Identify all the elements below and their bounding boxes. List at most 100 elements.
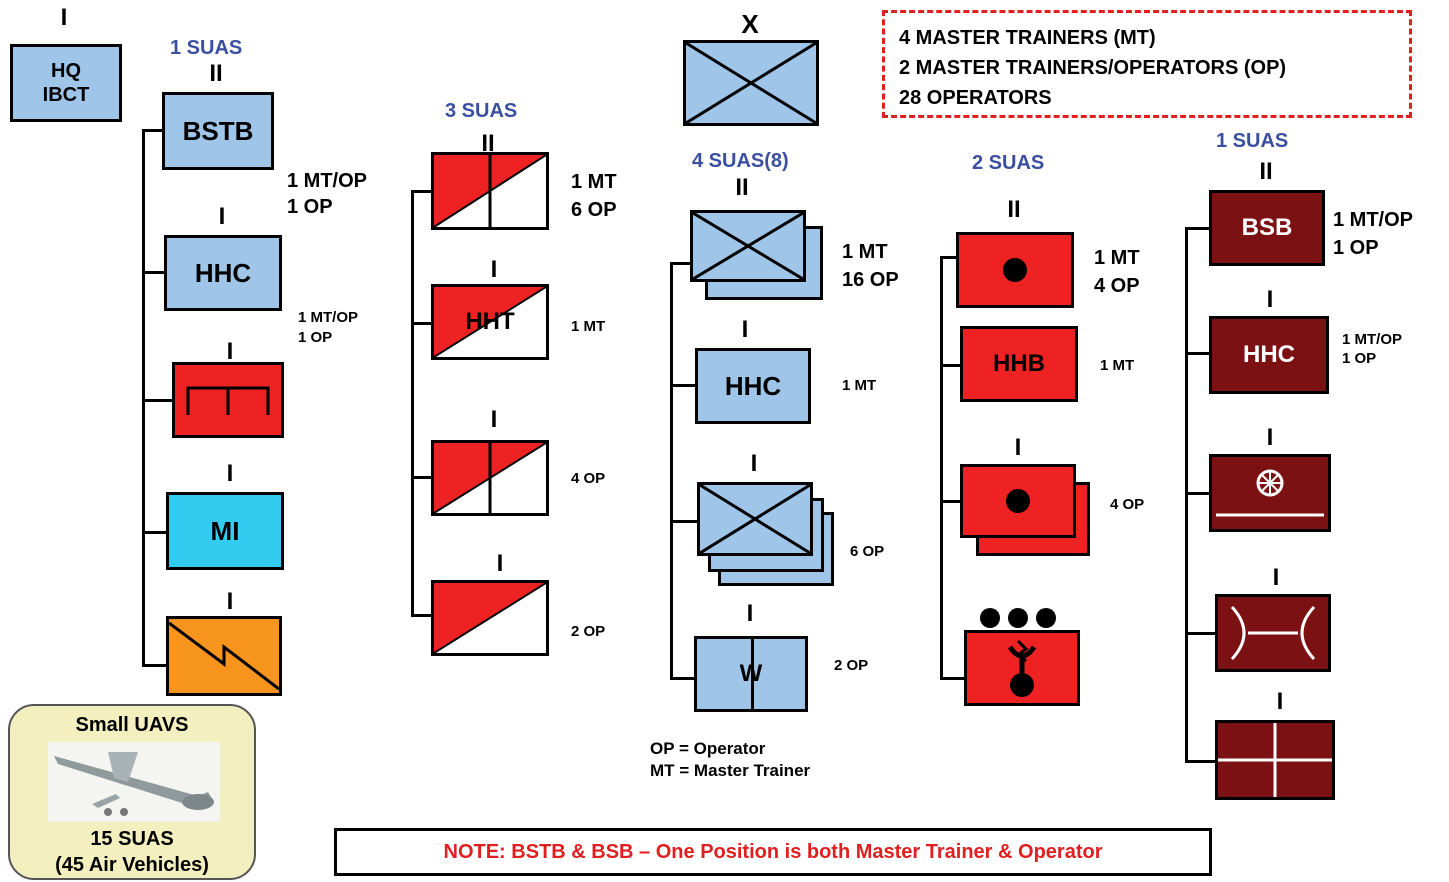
supply-unit	[1215, 594, 1331, 672]
fa-bn-unit	[956, 232, 1074, 308]
engineer-echelon: I	[210, 340, 250, 364]
ibct-label: IBCT	[43, 83, 90, 107]
cavalry-slash-icon	[434, 443, 546, 513]
legend-mt: MT = Master Trainer	[650, 760, 810, 782]
uav-aircraft-image	[48, 742, 220, 822]
rifle-company-unit	[697, 482, 813, 556]
brigade-unit	[683, 40, 819, 126]
maintenance-unit	[1209, 454, 1331, 532]
engineer-unit	[172, 362, 284, 438]
col3-hhc-unit: HHC	[695, 348, 811, 424]
infantry-cross-icon	[700, 485, 810, 553]
hht-note: 1 MT	[571, 318, 605, 335]
supply-transport-icon	[1218, 597, 1328, 669]
uav-title: Small UAVS	[10, 714, 254, 737]
brigade-echelon: X	[730, 12, 770, 36]
hq-ibct-unit: HQ IBCT	[10, 44, 122, 122]
hhc-label: HHC	[725, 371, 781, 402]
troop1-note: 4 OP	[571, 470, 605, 487]
bstb-echelon: II	[196, 62, 236, 86]
artillery-dot-icon	[1006, 489, 1030, 513]
medical-cross-icon	[1218, 723, 1332, 797]
summary-line: 2 MASTER TRAINERS/OPERATORS (OP)	[899, 53, 1286, 83]
sqdn-note: 1 MT	[571, 168, 617, 196]
col1-suas-count: 1 SUAS	[170, 37, 242, 60]
radar-section-unit	[964, 630, 1080, 706]
hq-echelon: I	[44, 6, 84, 30]
bsb-unit: BSB	[1209, 190, 1325, 266]
medical-echelon: I	[1260, 690, 1300, 714]
summary-box: 4 MASTER TRAINERS (MT) 2 MASTER TRAINERS…	[882, 10, 1412, 118]
bstb-label: BSTB	[183, 116, 254, 147]
maint-echelon: I	[1250, 426, 1290, 450]
col2-tree-line	[411, 190, 414, 615]
summary-line: 4 MASTER TRAINERS (MT)	[899, 23, 1286, 53]
bsb-note: 1 OP	[1333, 234, 1413, 262]
bsb-label: BSB	[1242, 214, 1293, 242]
col4-suas-count: 2 SUAS	[972, 152, 1044, 175]
cavalry-squadron-unit	[431, 152, 549, 230]
mi-label: MI	[211, 516, 240, 547]
col5-tree-line	[1185, 227, 1188, 763]
mi-unit: MI	[166, 492, 284, 570]
troop2-unit	[431, 580, 549, 656]
hhb-note: 1 MT	[1100, 357, 1134, 374]
hhb-label: HHB	[993, 350, 1045, 378]
col5-hhc-unit: HHC	[1209, 316, 1329, 394]
co-echelon: I	[734, 452, 774, 476]
troop2-note: 2 OP	[571, 623, 605, 640]
col4-tree-line	[940, 256, 943, 680]
signal-lightning-icon	[169, 619, 279, 693]
hhc-label: HHC	[1243, 341, 1295, 369]
col1-hhc-unit: HHC	[164, 235, 282, 311]
uav-card: Small UAVS 15 SUAS (45 Air Vehicles)	[8, 704, 256, 880]
hhb-unit: HHB	[960, 326, 1078, 402]
col3-tree-line	[670, 262, 673, 680]
uav-count: 15 SUAS	[10, 826, 254, 852]
hhc-note: 1 MT/OP	[1342, 330, 1402, 349]
sqdn-note: 6 OP	[571, 196, 617, 224]
infantry-cross-icon	[686, 43, 816, 123]
bstb-note: 1 MT/OP	[287, 168, 367, 194]
signal-echelon: I	[210, 590, 250, 614]
bn-note: 1 MT	[842, 238, 899, 266]
infantry-bn-unit	[690, 210, 806, 282]
cavalry-slash-icon	[434, 583, 546, 653]
hhc-label: HHC	[195, 258, 251, 289]
hhc-note: 1 MT	[842, 377, 876, 394]
bn-note: 16 OP	[842, 266, 899, 294]
supply-echelon: I	[1256, 566, 1296, 590]
weapons-company-unit: W	[694, 636, 808, 712]
maintenance-wheel-icon	[1212, 457, 1328, 529]
col2-suas-count: 3 SUAS	[445, 100, 517, 123]
w-label: W	[740, 660, 763, 688]
fa-bn-note: 4 OP	[1094, 272, 1140, 300]
hhc-echelon: I	[725, 318, 765, 342]
note-box: NOTE: BSTB & BSB – One Position is both …	[334, 828, 1212, 876]
fa-bn-echelon: II	[994, 198, 1034, 222]
hht-unit: HHT	[431, 284, 549, 360]
note-text: NOTE: BSTB & BSB – One Position is both …	[444, 841, 1103, 864]
troop1-unit	[431, 440, 549, 516]
hht-echelon: I	[474, 258, 514, 282]
engineer-symbol-icon	[178, 380, 278, 420]
artillery-dot-icon	[1003, 258, 1027, 282]
hhc-echelon: I	[202, 205, 242, 229]
bsb-note: 1 MT/OP	[1333, 206, 1413, 234]
w-echelon: I	[730, 602, 770, 626]
section-dots	[980, 608, 1056, 630]
w-note: 2 OP	[834, 657, 868, 674]
uav-vehicles: (45 Air Vehicles)	[10, 852, 254, 878]
bn-echelon: II	[722, 176, 762, 200]
signal-unit	[166, 616, 282, 696]
bstb-note: 1 OP	[287, 194, 367, 220]
cavalry-slash-icon	[434, 155, 546, 227]
btry-note: 4 OP	[1110, 496, 1144, 513]
troop1-echelon: I	[474, 408, 514, 432]
fa-bn-note: 1 MT	[1094, 244, 1140, 272]
co-note: 6 OP	[850, 543, 884, 560]
hq-label: HQ	[51, 59, 81, 83]
summary-line: 28 OPERATORS	[899, 83, 1286, 113]
hht-label: HHT	[465, 308, 514, 336]
radar-icon	[992, 635, 1052, 701]
